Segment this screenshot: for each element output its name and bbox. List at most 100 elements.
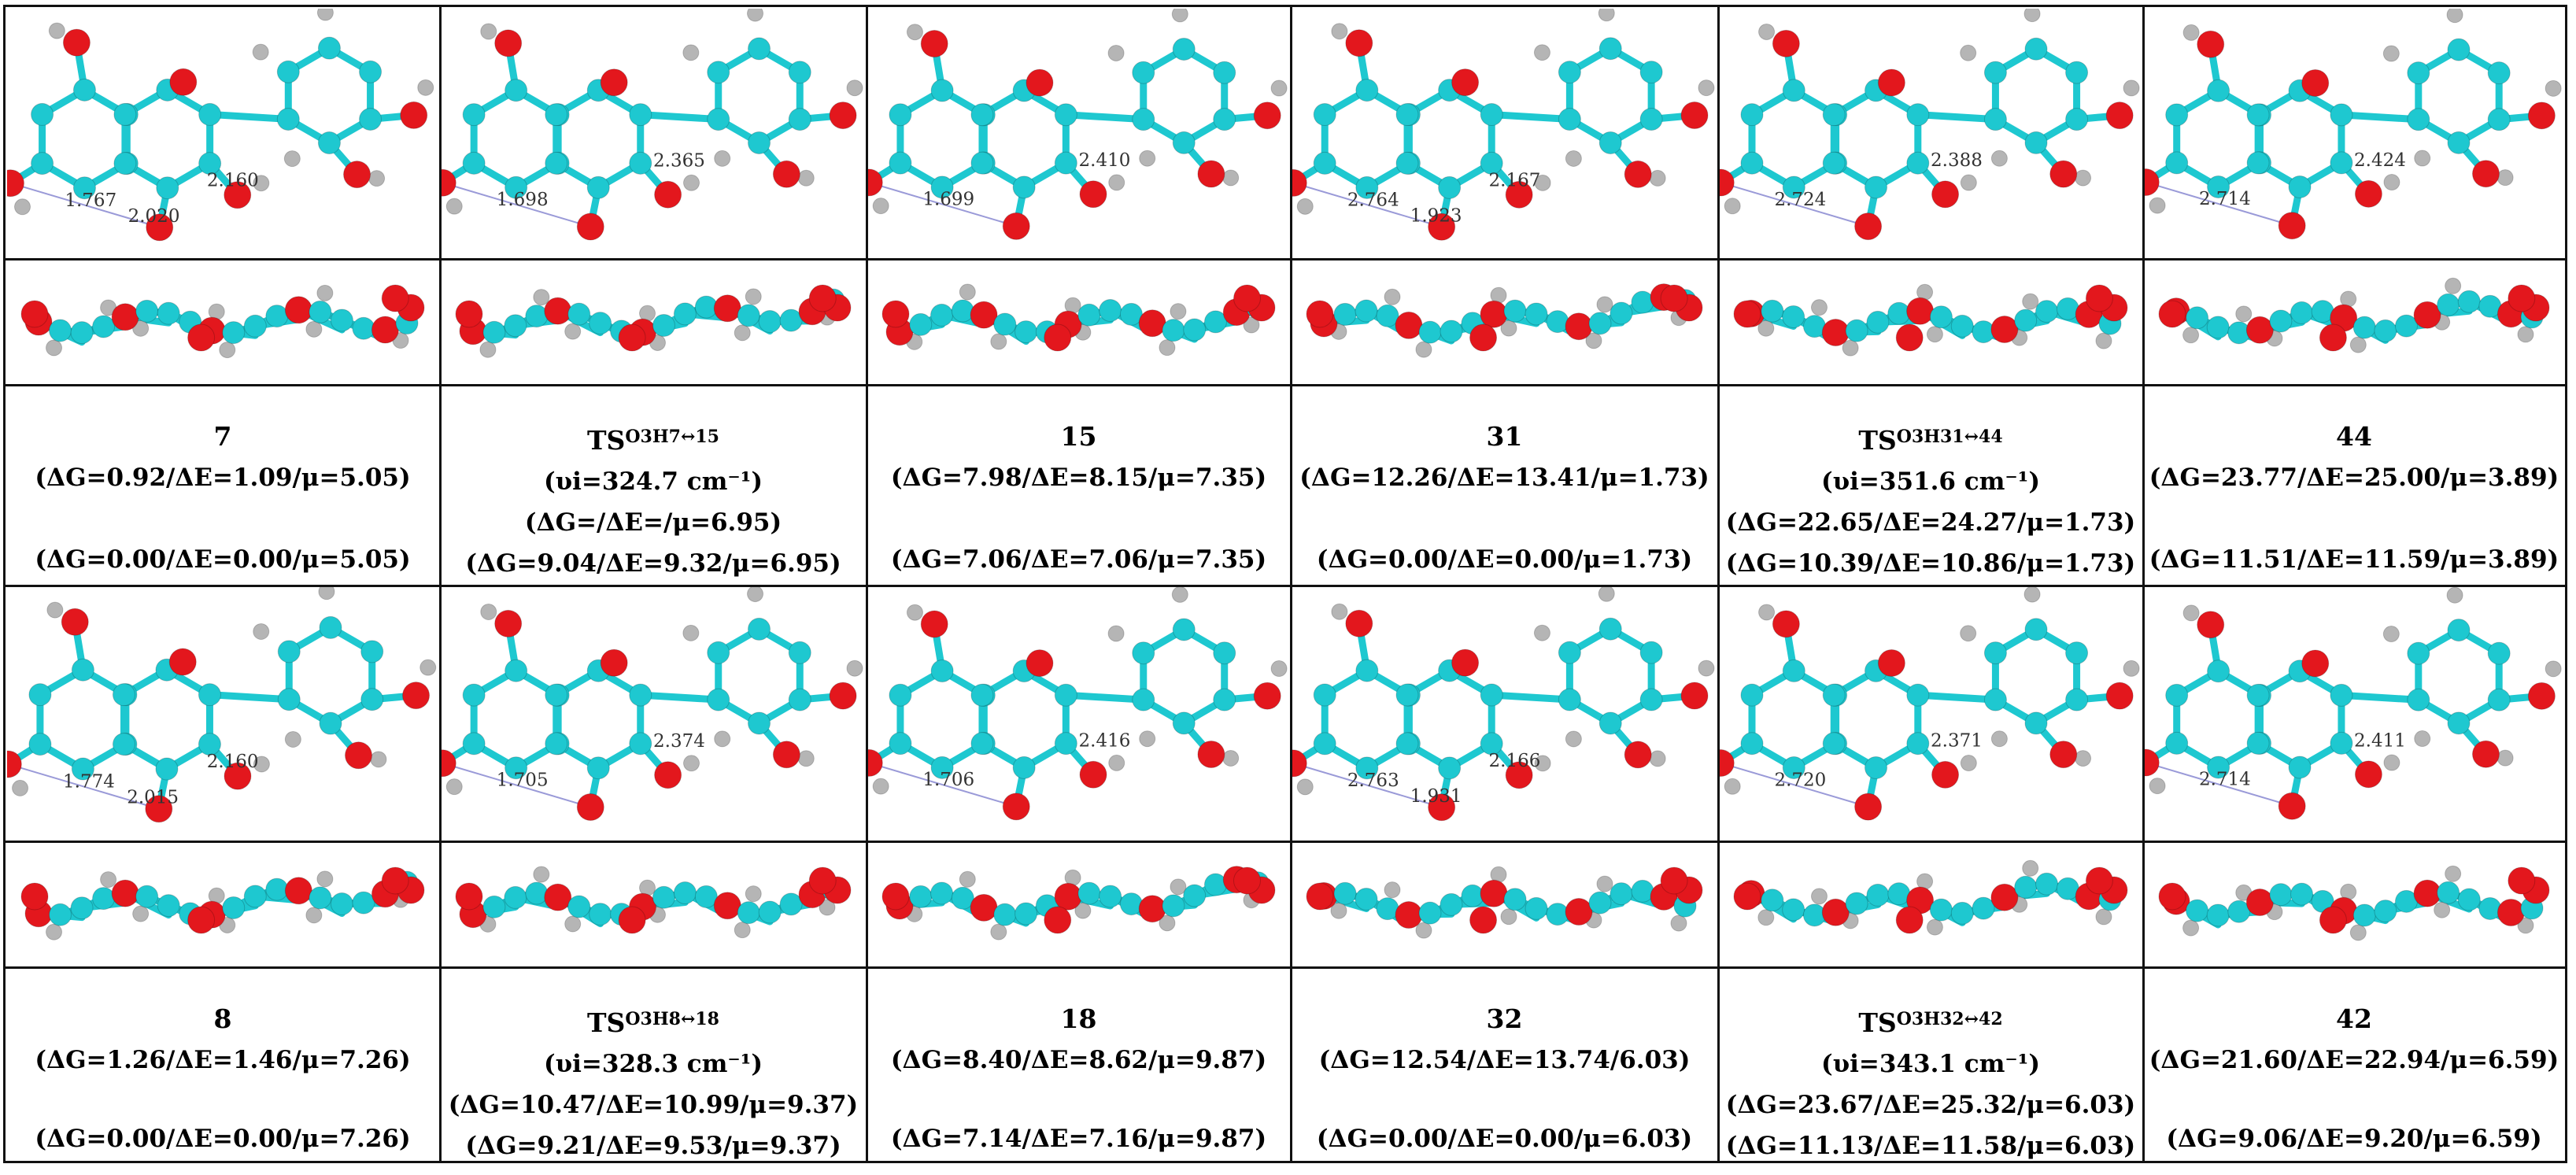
carbon-atom — [2288, 175, 2312, 198]
imaginary-frequency: (υi=328.3 cm⁻¹) — [543, 1050, 763, 1078]
oxygen-atom — [1733, 882, 1761, 911]
hydrogen-bond — [1293, 762, 1442, 808]
row-divider — [6, 966, 2565, 969]
oxygen-atom — [1138, 309, 1166, 338]
carbon-atom — [1525, 302, 1548, 326]
carbon-atom — [1906, 103, 1930, 127]
column-divider — [2142, 7, 2145, 1161]
structure-name: 42 — [2336, 999, 2372, 1040]
hydrogen-atom — [1384, 288, 1401, 305]
structure-id: TS — [1858, 1007, 1897, 1038]
carbon-atom — [909, 312, 933, 336]
carbon-atom — [737, 304, 760, 327]
hydrogen-atom — [1598, 587, 1615, 602]
carbon-atom — [1782, 305, 1805, 328]
carbon-atom — [2165, 151, 2189, 175]
hydrogen-atom — [1724, 198, 1741, 215]
hydrogen-atom — [253, 756, 270, 773]
oxygen-atom — [61, 608, 89, 636]
oxygen-atom — [2508, 284, 2536, 312]
hydrogen-atom — [14, 198, 31, 216]
oxygen-atom — [1044, 323, 1072, 352]
oxygen-atom — [1233, 866, 1261, 895]
hydrogen-atom — [253, 175, 270, 192]
molecule-side-view — [1720, 260, 2142, 383]
hydrogen-atom — [46, 923, 63, 940]
structure-id: 15 — [1060, 421, 1097, 452]
structure-label-cell: 44(ΔG=23.77/ΔE=25.00/μ=3.89)(ΔG=11.51/ΔE… — [2145, 386, 2563, 584]
hydrogen-bond — [1720, 762, 1868, 808]
carbon-atom — [788, 61, 811, 84]
energy-values-gas: (ΔG=22.65/ΔE=24.27/μ=1.73) — [1725, 508, 2136, 537]
distance-label: 2.160 — [207, 171, 259, 191]
hydrogen-atom — [1585, 332, 1602, 349]
oxygen-atom — [20, 300, 49, 328]
carbon-atom — [930, 176, 954, 199]
carbon-atom — [359, 107, 383, 131]
structure-label-cell: 42(ΔG=21.60/ΔE=22.94/μ=6.59)(ΔG=9.06/ΔE=… — [2145, 969, 2563, 1159]
carbon-atom — [1355, 79, 1379, 102]
carbon-atom — [504, 314, 527, 338]
hydrogen-atom — [683, 755, 700, 772]
carbon-atom — [1761, 889, 1784, 912]
oxygen-atom — [2105, 682, 2134, 710]
oxygen-atom — [1895, 906, 1924, 934]
oxygen-atom — [371, 316, 399, 344]
carbon-atom — [157, 894, 180, 918]
carbon-atom — [2330, 103, 2353, 127]
carbon-atom — [276, 107, 300, 131]
hydrogen-atom — [1159, 339, 1176, 357]
carbon-atom — [788, 108, 811, 131]
carbon-atom — [1438, 756, 1462, 780]
hydrogen-atom — [1565, 150, 1582, 167]
carbon-atom — [1099, 885, 1122, 908]
carbon-atom — [2165, 731, 2189, 755]
column-divider — [866, 7, 868, 1161]
molecule-side-view — [7, 260, 438, 383]
carbon-atom — [970, 683, 994, 707]
hydrogen-atom — [2383, 754, 2400, 771]
oxygen-atom — [7, 750, 22, 778]
structure-id: 31 — [1486, 421, 1523, 452]
hydrogen-atom — [2383, 174, 2400, 191]
hydrogen-atom — [1960, 625, 1977, 642]
hydrogen-atom — [846, 660, 863, 677]
oxygen-atom — [920, 30, 948, 58]
structure-name: TSO3H8↔18 — [587, 999, 719, 1044]
carbon-atom — [309, 886, 332, 910]
carbon-atom — [70, 321, 94, 345]
molecule-side-structure — [881, 283, 1276, 357]
carbon-atom — [1162, 894, 1185, 918]
oxygen-atom — [1469, 906, 1498, 934]
hydrogen-atom — [2095, 908, 2112, 926]
hydrogen-atom — [1074, 902, 1092, 919]
molecule-side-view — [7, 843, 438, 966]
oxygen-atom — [1197, 160, 1225, 188]
hydrogen-atom — [2497, 169, 2514, 187]
carbon-atom — [2024, 131, 2048, 154]
oxygen-atom — [2354, 179, 2382, 208]
oxygen-atom — [224, 181, 252, 209]
carbon-atom — [930, 881, 954, 905]
carbon-atom — [1822, 103, 1846, 127]
carbon-atom — [72, 78, 96, 102]
hydrogen-atom — [1139, 150, 1156, 167]
energy-values-gas: (ΔG=21.60/ΔE=22.94/μ=6.59) — [2149, 1046, 2559, 1074]
oxygen-atom — [654, 180, 682, 209]
carbon-atom — [482, 320, 506, 344]
oxygen-atom — [2158, 882, 2186, 911]
carbon-atom — [586, 176, 610, 199]
oxygen-atom — [618, 323, 646, 352]
oxygen-atom — [1451, 648, 1480, 677]
carbon-atom — [359, 60, 383, 83]
carbon-atom — [1418, 320, 1442, 344]
hydrogen-atom — [1384, 881, 1401, 899]
carbon-atom — [889, 151, 912, 175]
carbon-atom — [2207, 660, 2230, 683]
oxygen-atom — [1565, 898, 1593, 926]
structure-label-cell: 31(ΔG=12.26/ΔE=13.41/μ=1.73)(ΔG=0.00/ΔE=… — [1292, 386, 1717, 584]
carbon-atom — [1395, 732, 1419, 756]
carbon-atom — [707, 688, 730, 711]
distance-label: 2.166 — [1489, 751, 1541, 771]
oxygen-atom — [2049, 160, 2078, 188]
